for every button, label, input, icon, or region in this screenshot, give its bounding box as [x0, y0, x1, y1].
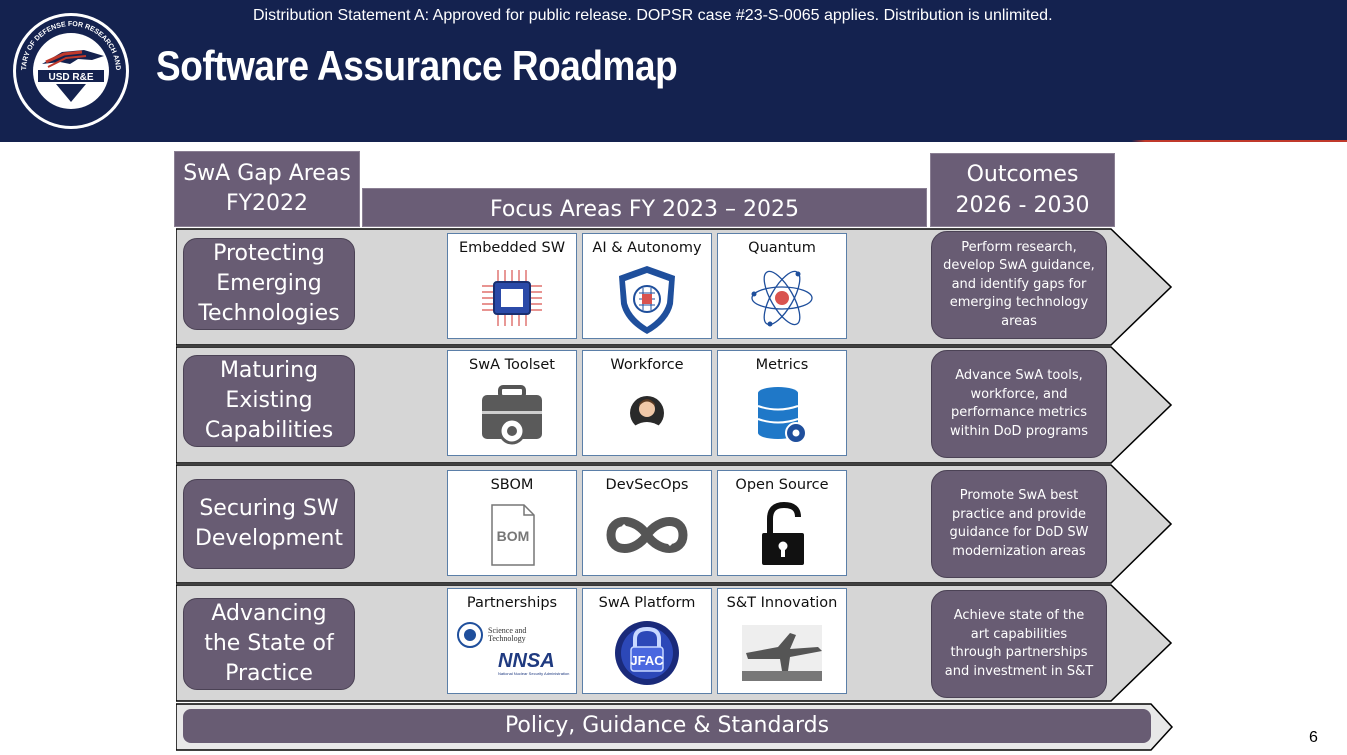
- focus-card-devsecops: DevSecOps: [582, 470, 712, 576]
- focus-card-label: Quantum: [748, 240, 816, 256]
- page-title: Software Assurance Roadmap: [156, 42, 678, 89]
- header-bar: [0, 0, 1347, 140]
- page-number: 6: [1309, 729, 1318, 746]
- svg-text:NNSA: NNSA: [498, 650, 555, 672]
- svg-text:Technology: Technology: [488, 634, 526, 643]
- toolbox-gear-icon: [482, 385, 542, 445]
- focus-card-label: Embedded SW: [458, 240, 566, 256]
- header-divider: [0, 140, 1347, 142]
- focus-card-label: Metrics: [755, 357, 809, 373]
- gap-area-label: Maturing Existing Capabilities: [183, 355, 355, 447]
- outcome-text: Achieve state of the art capabilities th…: [931, 590, 1107, 698]
- svg-text:BOM: BOM: [497, 528, 530, 544]
- focus-card-sbom: SBOM BOM: [447, 470, 577, 576]
- gap-area-line: Maturing: [219, 358, 319, 383]
- outcome-text: Perform research, develop SwA guidance, …: [931, 231, 1107, 339]
- outcomes-header-line: 2026 - 2030: [955, 193, 1090, 218]
- gap-area-line: Protecting: [213, 241, 325, 266]
- focus-areas-header-text: Focus Areas FY 2023 – 2025: [490, 197, 799, 222]
- gap-area-label: Protecting Emerging Technologies: [183, 238, 355, 330]
- focus-card-label: Open Source: [735, 477, 829, 493]
- gap-area-line: Existing: [225, 388, 313, 413]
- gap-areas-header: SwA Gap Areas FY2022: [175, 152, 359, 226]
- gap-area-line: Technologies: [198, 301, 340, 326]
- focus-card-metrics: Metrics: [717, 350, 847, 456]
- svg-text:Science and: Science and: [488, 626, 526, 635]
- focus-card-swa-toolset: SwA Toolset: [447, 350, 577, 456]
- roadmap-row-maturing: Maturing Existing Capabilities SwA Tools…: [176, 346, 1172, 464]
- open-lock-icon: [762, 501, 804, 565]
- gap-area-label: Advancing the State of Practice: [183, 598, 355, 690]
- roadmap-row-emerging: Protecting Emerging Technologies Embedde…: [176, 228, 1172, 346]
- infinity-icon: [606, 517, 688, 553]
- gap-area-line: the State of: [204, 631, 334, 656]
- focus-card-label: SBOM: [490, 477, 534, 493]
- person-icon: [630, 396, 664, 430]
- focus-card-label: SwA Platform: [598, 595, 696, 611]
- gap-area-line: Capabilities: [204, 418, 334, 443]
- jfac-lock-icon: JFAC: [615, 621, 679, 685]
- focus-card-label: Workforce: [610, 357, 684, 373]
- distribution-statement: Distribution Statement A: Approved for p…: [253, 7, 1053, 24]
- focus-card-workforce: Workforce: [582, 350, 712, 456]
- focus-card-label: DevSecOps: [605, 477, 689, 493]
- gap-area-line: Development: [194, 526, 344, 551]
- focus-card-embedded-sw: Embedded SW: [447, 233, 577, 339]
- gap-area-line: Emerging: [216, 271, 322, 296]
- gap-area-line: Securing SW: [199, 496, 339, 521]
- gap-areas-header-line: FY2022: [225, 191, 309, 216]
- svg-text:USD R&E: USD R&E: [48, 72, 93, 83]
- focus-card-label: S&T Innovation: [726, 595, 838, 611]
- focus-card-open-source: Open Source: [717, 470, 847, 576]
- gap-areas-header-line: SwA Gap Areas: [183, 161, 351, 186]
- fighter-jet-icon: [742, 625, 822, 681]
- svg-text:JFAC: JFAC: [630, 653, 664, 668]
- focus-card-quantum: Quantum: [717, 233, 847, 339]
- svg-text:National Nuclear Security Admi: National Nuclear Security Administration: [498, 671, 569, 676]
- outcome-text: Advance SwA tools, workforce, and perfor…: [931, 350, 1107, 458]
- ai-shield-icon: [619, 266, 675, 334]
- roadmap-row-securing: Securing SW Development SBOM BOM DevSecO…: [176, 464, 1172, 584]
- gap-area-line: Advancing: [211, 601, 327, 626]
- focus-card-swa-platform: SwA Platform JFAC: [582, 588, 712, 694]
- chip-icon: [482, 270, 542, 326]
- policy-guidance-standards: Policy, Guidance & Standards: [183, 709, 1151, 743]
- usdre-seal-logo: UNDER SECRETARY OF DEFENSE FOR RESEARCH …: [12, 12, 129, 129]
- focus-card-label: SwA Toolset: [469, 357, 555, 373]
- focus-card-label: Partnerships: [466, 595, 558, 611]
- bom-document-icon: BOM: [491, 504, 535, 566]
- gap-area-line: Practice: [225, 661, 313, 686]
- gap-area-label: Securing SW Development: [183, 479, 355, 569]
- focus-areas-header: Focus Areas FY 2023 – 2025: [363, 189, 926, 226]
- focus-card-label: AI & Autonomy: [592, 240, 702, 256]
- focus-card-ai-autonomy: AI & Autonomy: [582, 233, 712, 339]
- roadmap-row-advancing: Advancing the State of Practice Partners…: [176, 584, 1172, 702]
- partner-logos-icon: Science and Technology NNSA National Nuc…: [457, 622, 569, 676]
- database-gear-icon: [757, 387, 807, 444]
- focus-card-partnerships: Partnerships Science and Technology NNSA…: [447, 588, 577, 694]
- outcome-text: Promote SwA best practice and provide gu…: [931, 470, 1107, 578]
- outcomes-header: Outcomes 2026 - 2030: [931, 154, 1114, 226]
- atom-icon: [751, 270, 813, 327]
- focus-card-st-innovation: S&T Innovation: [717, 588, 847, 694]
- outcomes-header-line: Outcomes: [966, 162, 1079, 187]
